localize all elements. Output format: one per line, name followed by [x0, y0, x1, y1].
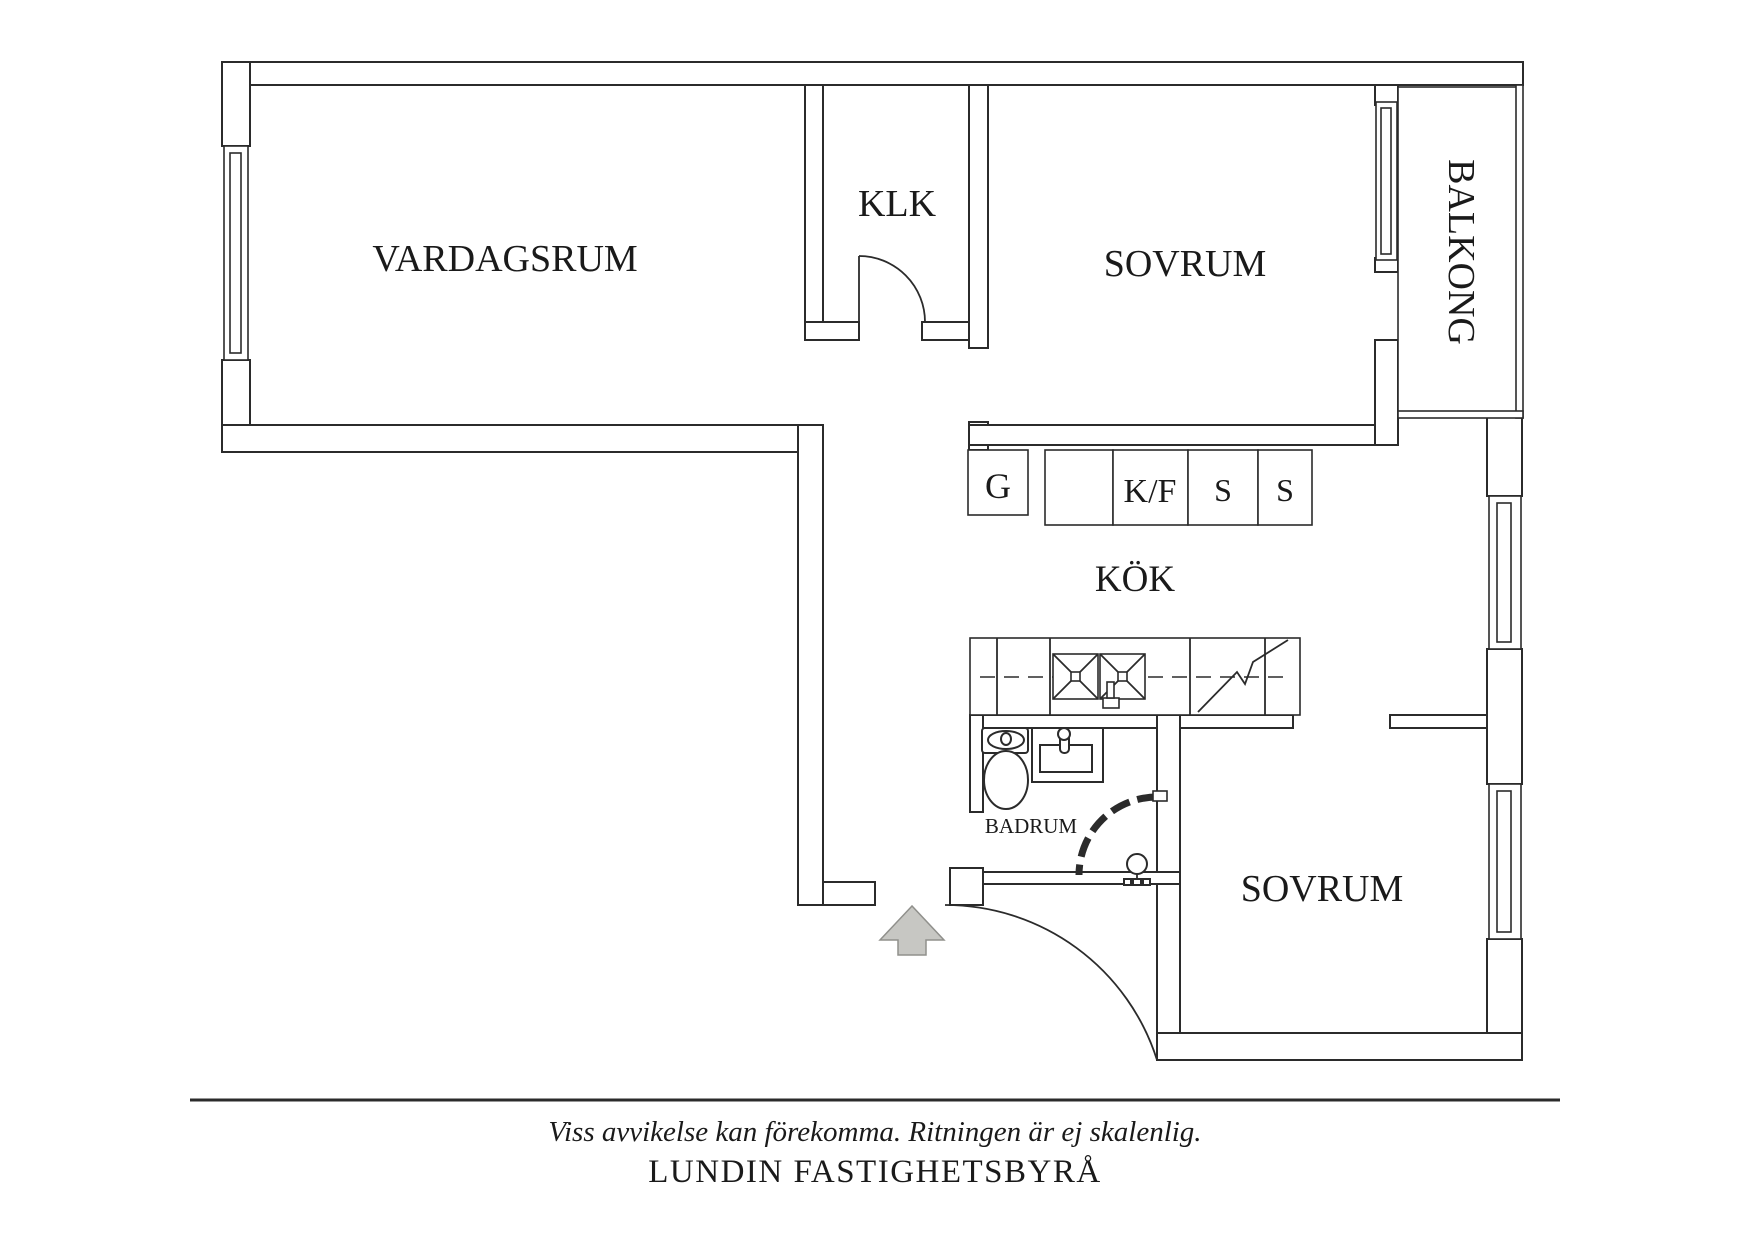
window-icon	[1488, 783, 1522, 940]
cabinet-kf-box	[1112, 449, 1189, 526]
wall-right-b	[1486, 648, 1523, 785]
shower-curtain-icon	[1075, 793, 1158, 876]
room-label-badrum: BADRUM	[985, 814, 1078, 838]
walls	[221, 61, 1524, 1061]
window-icon	[223, 145, 249, 361]
cabinet-label-kf: K/F	[1124, 473, 1177, 510]
cabinet-label-g: G	[985, 466, 1011, 506]
shower-rod-end	[1152, 790, 1168, 802]
room-labels: VARDAGSRUM KLK SOVRUM BALKONG KÖK BADRUM…	[372, 159, 1482, 910]
room-label-vardagsrum: VARDAGSRUM	[372, 238, 637, 280]
balcony	[1397, 84, 1524, 419]
cabinet-g-box	[967, 449, 1029, 516]
toilet-icon	[981, 727, 1029, 810]
wall-right-a	[1486, 411, 1523, 497]
bathroom-fixtures	[981, 727, 1168, 886]
wall-top	[221, 61, 1524, 86]
doors	[858, 255, 1158, 1061]
wall-sovrum2-left	[1156, 714, 1181, 1061]
room-label-balkong: BALKONG	[1440, 159, 1482, 345]
wall-sovrum-right-c	[1374, 339, 1399, 446]
entry-door-swing-icon	[944, 904, 1158, 1061]
wall-klk-right	[968, 84, 989, 349]
cabinet-box	[1044, 449, 1114, 526]
footer-brand: LUNDIN FASTIGHETSBYRÅ	[648, 1153, 1101, 1190]
room-label-klk: KLK	[858, 183, 937, 225]
window-icon	[1375, 101, 1398, 261]
wall-vardagsrum-bottom	[221, 424, 824, 453]
kitchen-faucet-icon	[1102, 697, 1120, 709]
kitchen-counter	[969, 637, 1301, 716]
wall-badrum-left	[969, 714, 984, 813]
stove-icon	[1197, 639, 1289, 713]
wall-sovrum-top-bottom	[968, 424, 1376, 446]
windows	[223, 101, 1522, 940]
wall-klk-left	[804, 84, 824, 341]
window-icon	[1488, 495, 1522, 650]
wall-entry-right-jamb	[949, 867, 984, 906]
cabinet-labels: G K/F S S	[985, 466, 1294, 510]
wall-klk-bottom-left	[804, 321, 860, 341]
wall-hall-left	[797, 424, 824, 906]
room-label-sovrum-top: SOVRUM	[1104, 243, 1267, 285]
cabinet-label-s1: S	[1214, 472, 1232, 508]
cabinet-label-s2: S	[1276, 472, 1294, 508]
kitchen-cabinets	[967, 449, 1313, 526]
wall-hall-bottom-stub	[822, 881, 876, 906]
wall-sovrum2-top-right	[1389, 714, 1488, 729]
wall-left-upper	[221, 61, 251, 147]
cabinet-s2-box	[1257, 449, 1313, 526]
room-label-kok: KÖK	[1095, 559, 1175, 600]
wall-sovrum2-bottom	[1156, 1032, 1523, 1061]
footer: Viss avvikelse kan förekomma. Ritningen …	[190, 1098, 1560, 1190]
kitchen-sink-icon	[1052, 653, 1146, 709]
klk-door-swing-icon	[858, 255, 926, 323]
cabinet-s1-box	[1187, 449, 1259, 526]
footer-disclaimer: Viss avvikelse kan förekomma. Ritningen …	[548, 1116, 1201, 1148]
wall-badrum-top	[969, 714, 1158, 729]
floor-drain-icon	[1123, 853, 1151, 886]
balcony-bottom-rail	[1397, 410, 1524, 419]
balcony-floor	[1397, 86, 1518, 413]
balcony-outer-rail	[1515, 84, 1524, 419]
room-label-sovrum-bottom: SOVRUM	[1241, 868, 1404, 910]
washbasin-icon	[1031, 727, 1104, 783]
entry-arrow-icon	[878, 904, 946, 956]
